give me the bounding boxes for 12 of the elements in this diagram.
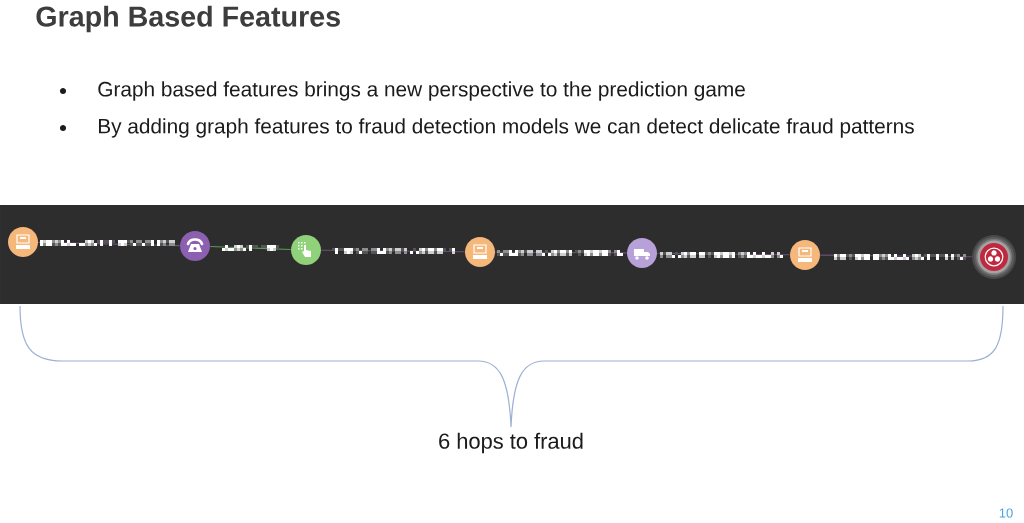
page-number: 10 [999,508,1013,518]
connector-line [656,252,791,256]
connector-line [37,241,181,247]
title: Graph Based Features [36,5,340,33]
connector-line [209,246,292,250]
connector-line [494,251,628,254]
node-circle [972,235,1016,279]
bullet-text: By adding graph features to fraud detection models we can detect delicate fraud patterns [99,118,914,138]
bullet-text: Graph based features brings a new perspective to the prediction game [98,81,745,101]
connector-line [320,249,466,253]
connector-line [819,254,973,258]
brace-label: 6 hops to fraud [439,432,583,454]
